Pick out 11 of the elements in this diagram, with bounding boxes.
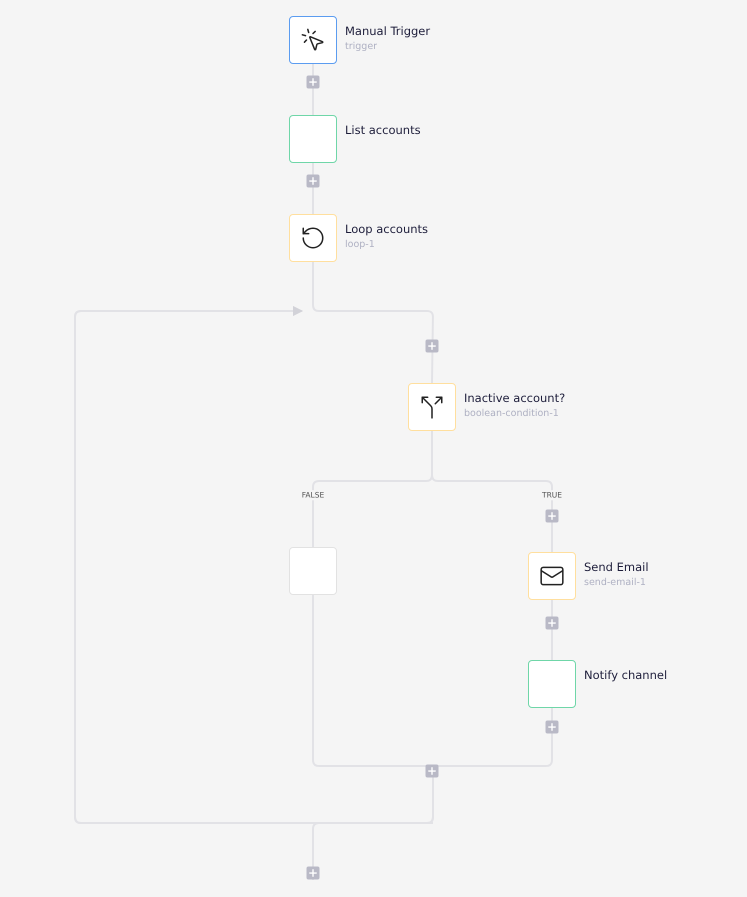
connector-line (312, 262, 434, 384)
step-title: Inactive account? (464, 391, 566, 405)
step-title: Send Email (584, 560, 649, 574)
step-title: List accounts (345, 123, 421, 137)
step-title: Loop accounts (345, 222, 428, 236)
step-id: send-email-1 (584, 577, 647, 588)
step-id: loop-1 (345, 239, 376, 250)
step-id: boolean-condition-1 (464, 408, 560, 419)
step-id: trigger (345, 41, 378, 52)
step-title: Manual Trigger (345, 24, 430, 38)
step-title: Notify channel (584, 668, 668, 682)
